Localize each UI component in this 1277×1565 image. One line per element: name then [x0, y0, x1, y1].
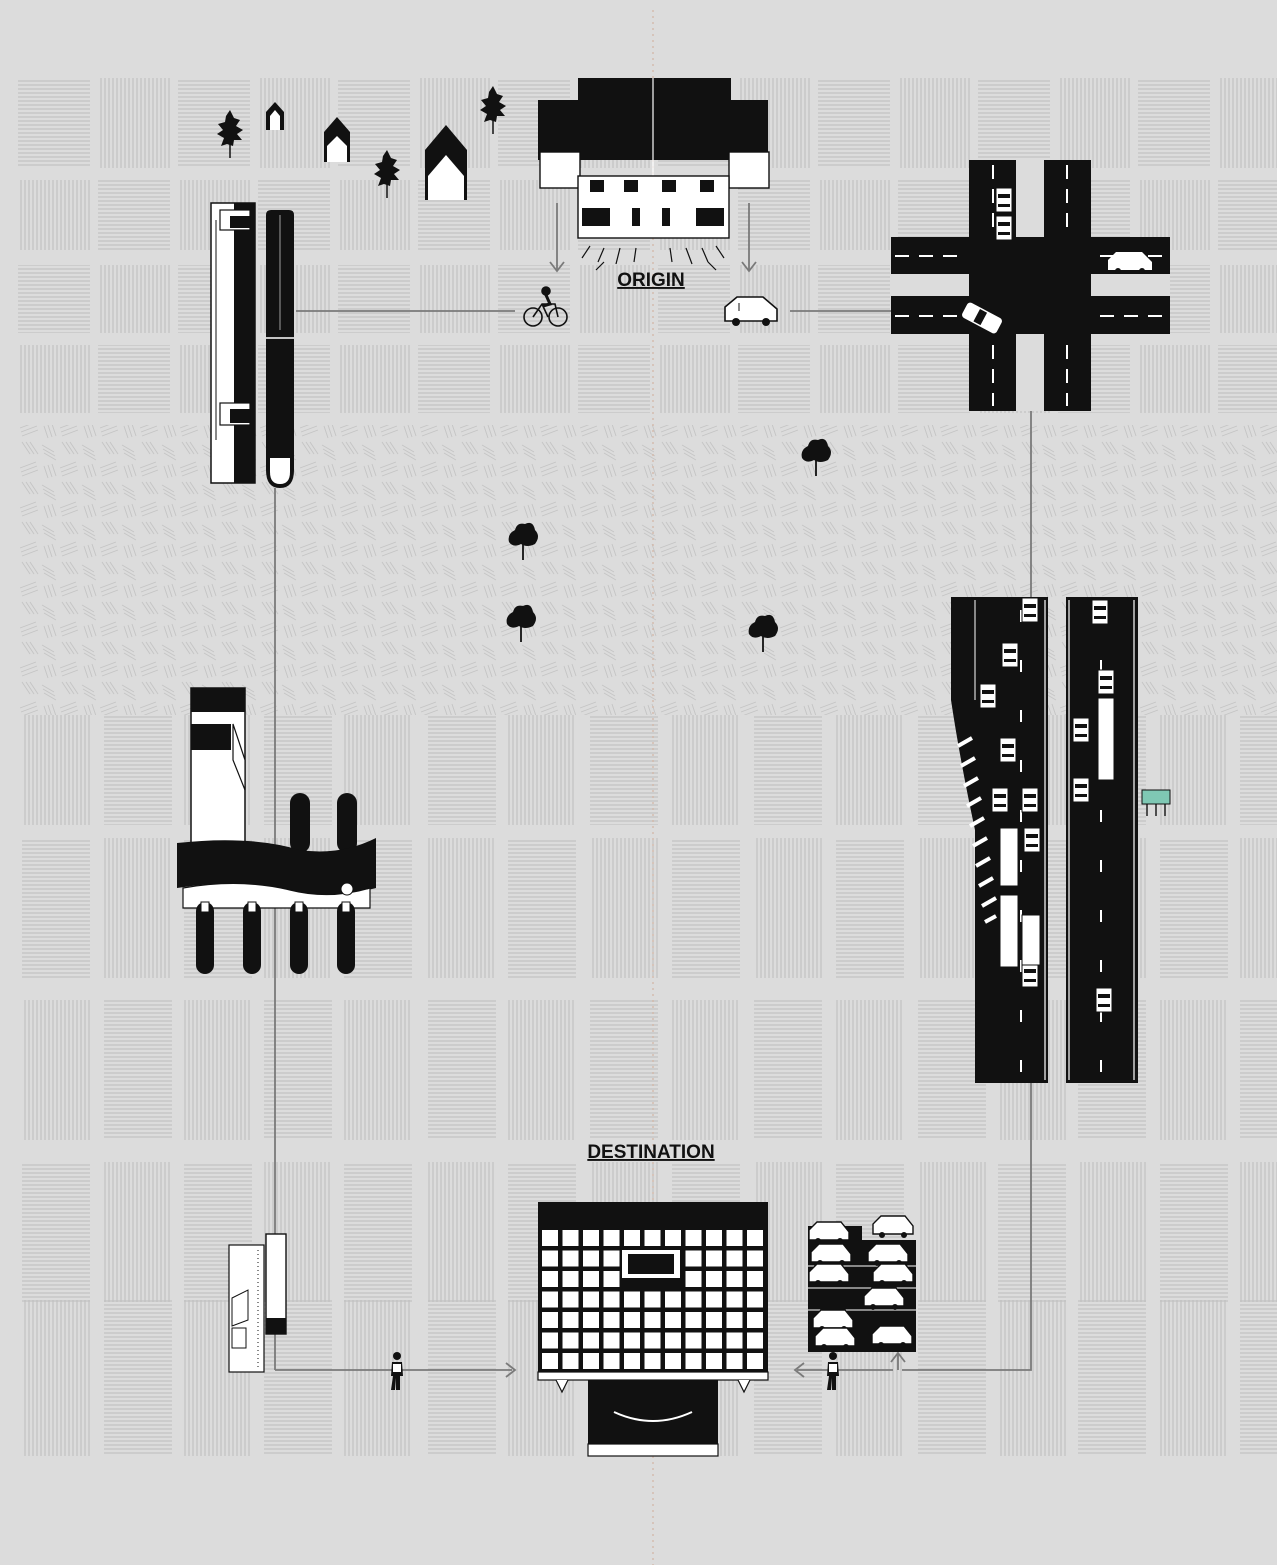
townhouse-icon: [538, 78, 769, 270]
destination-label: DESTINATION: [587, 1142, 714, 1163]
train-icon: [266, 210, 294, 488]
highway-icon: [951, 597, 1138, 1083]
car-icon: [725, 297, 777, 326]
origin-label: ORIGIN: [617, 270, 685, 291]
train-station-icon: [211, 203, 255, 483]
